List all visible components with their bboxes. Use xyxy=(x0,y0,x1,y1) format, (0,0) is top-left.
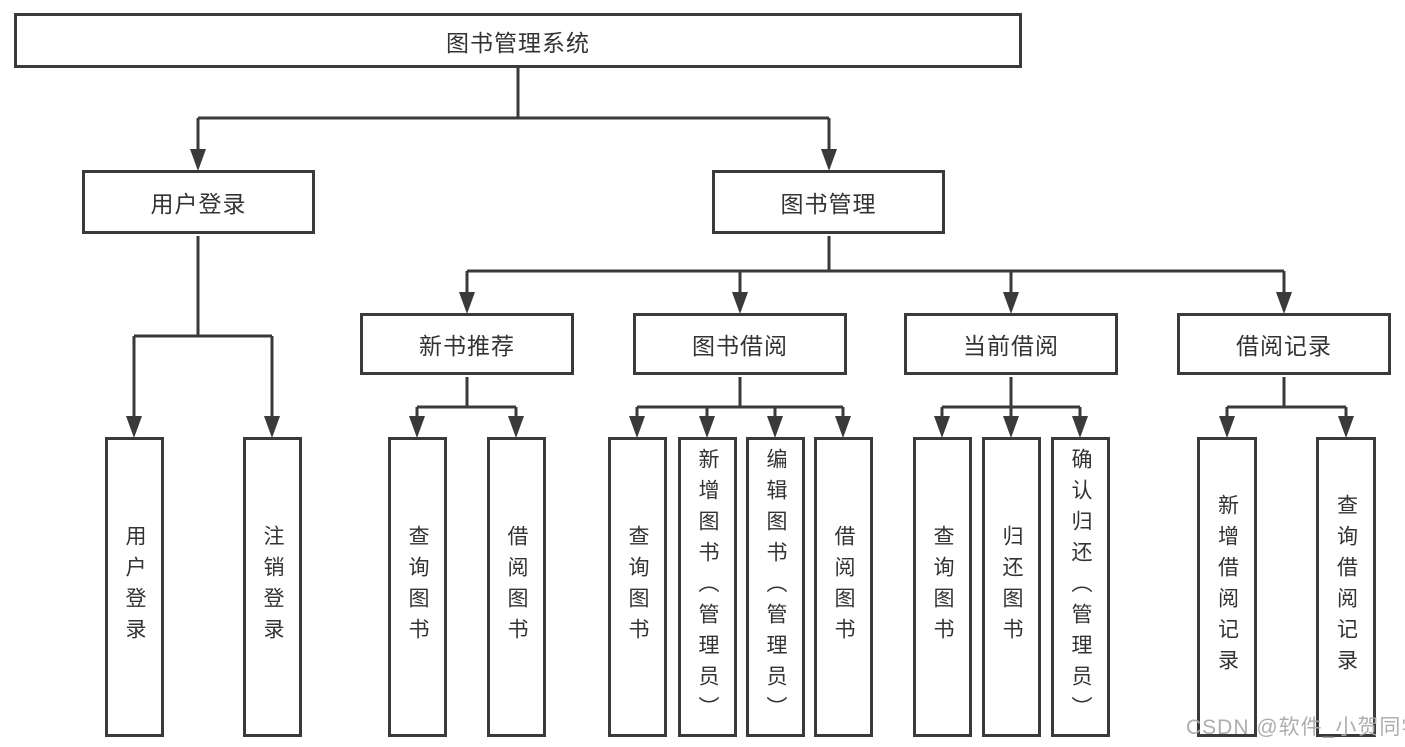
leaf-query-borrow-record-label: 查询借阅记录 xyxy=(1334,494,1358,680)
connector-book-management-branch xyxy=(465,236,1286,294)
arrowheads-new-book-branch xyxy=(409,416,524,438)
leaf-add-borrow-record: 新增借阅记录 xyxy=(1197,437,1257,737)
leaf-logout-label: 注销登录 xyxy=(261,525,284,649)
node-book-management-label: 图书管理 xyxy=(780,191,877,217)
connector-new-book-branch xyxy=(415,377,518,418)
node-book-borrow: 图书借阅 xyxy=(633,313,847,375)
connector-root-branch xyxy=(196,68,831,152)
leaf-edit-book-admin: 编辑图书（管理员） xyxy=(746,437,805,737)
node-borrow-records-label: 借阅记录 xyxy=(1236,333,1332,359)
arrowheads-book-management-branch xyxy=(459,292,1292,314)
node-new-book-recommend: 新书推荐 xyxy=(360,313,574,375)
leaf-query-books-recommend: 查询图书 xyxy=(388,437,447,737)
connector-user-login-branch xyxy=(132,236,274,418)
node-user-login-label: 用户登录 xyxy=(150,191,247,217)
leaf-query-books-current: 查询图书 xyxy=(913,437,972,737)
node-user-login: 用户登录 xyxy=(82,170,315,234)
leaf-confirm-return-admin-label: 确认归还（管理员） xyxy=(1069,447,1092,727)
node-current-borrow: 当前借阅 xyxy=(904,313,1118,375)
leaf-user-login: 用户登录 xyxy=(105,437,164,737)
leaf-query-books-borrow-label: 查询图书 xyxy=(626,525,649,649)
leaf-add-borrow-record-label: 新增借阅记录 xyxy=(1215,494,1239,680)
arrowheads-book-borrow-branch xyxy=(629,416,851,438)
leaf-user-login-label: 用户登录 xyxy=(123,525,146,649)
arrowheads-current-borrow-branch xyxy=(934,416,1088,438)
node-root: 图书管理系统 xyxy=(14,13,1022,68)
leaf-return-book-label: 归还图书 xyxy=(1000,525,1023,649)
node-current-borrow-label: 当前借阅 xyxy=(963,333,1059,359)
leaf-logout: 注销登录 xyxy=(243,437,302,737)
connector-book-borrow-branch xyxy=(635,377,845,418)
arrowheads-borrow-records-branch xyxy=(1219,416,1354,438)
leaf-borrow-books: 借阅图书 xyxy=(814,437,873,737)
node-new-book-recommend-label: 新书推荐 xyxy=(419,333,515,359)
node-book-management: 图书管理 xyxy=(712,170,945,234)
node-book-borrow-label: 图书借阅 xyxy=(692,333,788,359)
leaf-query-books-current-label: 查询图书 xyxy=(931,525,954,649)
leaf-confirm-return-admin: 确认归还（管理员） xyxy=(1051,437,1110,737)
leaf-return-book: 归还图书 xyxy=(982,437,1041,737)
arrowheads-root-branch xyxy=(190,149,837,171)
leaf-edit-book-admin-label: 编辑图书（管理员） xyxy=(764,447,787,727)
arrowheads-user-login-branch xyxy=(126,416,280,438)
node-root-label: 图书管理系统 xyxy=(446,29,590,56)
leaf-query-books-recommend-label: 查询图书 xyxy=(406,525,429,649)
node-borrow-records: 借阅记录 xyxy=(1177,313,1391,375)
connector-borrow-records-branch xyxy=(1225,377,1348,418)
leaf-borrow-books-label: 借阅图书 xyxy=(832,525,855,649)
leaf-query-books-borrow: 查询图书 xyxy=(608,437,667,737)
leaf-add-book-admin: 新增图书（管理员） xyxy=(678,437,737,737)
leaf-query-borrow-record: 查询借阅记录 xyxy=(1316,437,1376,737)
csdn-watermark: CSDN @软件_小贺同学 xyxy=(1186,716,1405,739)
leaf-add-book-admin-label: 新增图书（管理员） xyxy=(696,447,719,727)
connector-current-borrow-branch xyxy=(940,377,1082,418)
leaf-borrow-books-recommend-label: 借阅图书 xyxy=(505,525,528,649)
leaf-borrow-books-recommend: 借阅图书 xyxy=(487,437,546,737)
